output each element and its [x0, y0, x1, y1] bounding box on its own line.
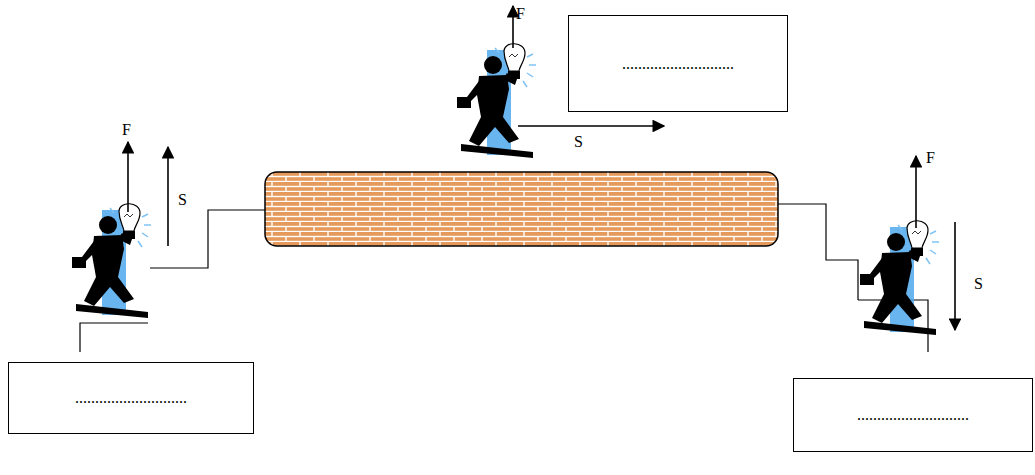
vector-label: S	[574, 134, 583, 150]
stair-lines	[80, 204, 928, 352]
answer-blank: ............................	[857, 406, 969, 424]
vector-label: F	[516, 6, 525, 22]
vector-label: S	[974, 276, 983, 292]
answer-blank: ............................	[75, 389, 187, 407]
vector-label: F	[926, 150, 935, 166]
vector-label: S	[178, 192, 187, 208]
person-descending	[860, 221, 939, 335]
person-walking	[457, 44, 536, 158]
person-climbing	[72, 204, 151, 318]
answer-box: ............................	[568, 15, 788, 112]
vector-label: F	[122, 122, 131, 138]
brick-wall	[265, 172, 778, 246]
answer-box: ............................	[793, 378, 1033, 452]
answer-blank: ............................	[622, 55, 734, 73]
answer-box: ............................	[8, 362, 254, 434]
vector-arrows	[128, 6, 955, 330]
